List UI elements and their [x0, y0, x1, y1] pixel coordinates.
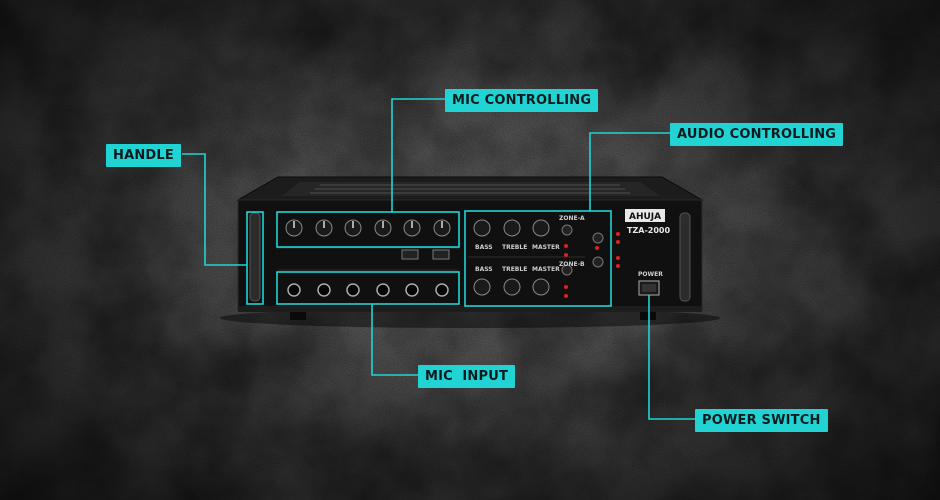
brand-logo [625, 209, 665, 222]
mic-control-box [276, 211, 460, 248]
tone-knob [503, 278, 521, 296]
mic-input-leader [371, 304, 418, 376]
power-switch-leader [648, 295, 695, 420]
model-name: TZA-2000 [627, 226, 670, 235]
brand-name: AHUJA [629, 212, 661, 222]
master-label: MASTER [532, 266, 560, 273]
tone-knob [532, 278, 550, 296]
mic-controlling-label: MIC CONTROLLING [445, 89, 599, 112]
front-panel [237, 199, 703, 311]
bass-label: BASS [475, 244, 493, 251]
mic-jack [346, 283, 360, 297]
left-handle [249, 212, 261, 302]
mic-jack [376, 283, 390, 297]
treble-label: TREBLE [502, 244, 527, 251]
handle-box [246, 211, 264, 305]
mic-jacks [287, 283, 449, 297]
mic-knobs [285, 219, 451, 237]
zone-b-label: ZONE-B [559, 261, 585, 268]
power-label: POWER [638, 271, 663, 278]
treble-label: TREBLE [502, 266, 527, 273]
tone-knob [473, 278, 491, 296]
audio-controlling-leader [589, 132, 670, 211]
bass-label: BASS [475, 266, 493, 273]
mic-jack [317, 283, 331, 297]
mic-jack [287, 283, 301, 297]
mic-jack [405, 283, 419, 297]
audio-controlling-label: AUDIO CONTROLLING [670, 123, 844, 146]
master-label: MASTER [532, 244, 560, 251]
handle-leader [182, 153, 247, 266]
tone-knob [532, 219, 550, 237]
zone-a-label: ZONE-A [559, 215, 585, 222]
indicator-leds [564, 232, 620, 298]
audio-control-box [464, 210, 612, 307]
mic-controlling-leader [391, 98, 445, 212]
mic-input-box [276, 271, 460, 305]
mic-jack [435, 283, 449, 297]
selector-switch [432, 249, 450, 260]
tone-knob [473, 219, 491, 237]
tone-knob [503, 219, 521, 237]
mic-input-label: MIC INPUT [418, 365, 516, 388]
selector-switch [401, 249, 419, 260]
vent-grill [310, 184, 630, 194]
power-switch-label: POWER SWITCH [695, 409, 828, 432]
handle-label: HANDLE [106, 144, 181, 167]
right-handle [679, 212, 691, 302]
audio-knobs [473, 219, 604, 296]
